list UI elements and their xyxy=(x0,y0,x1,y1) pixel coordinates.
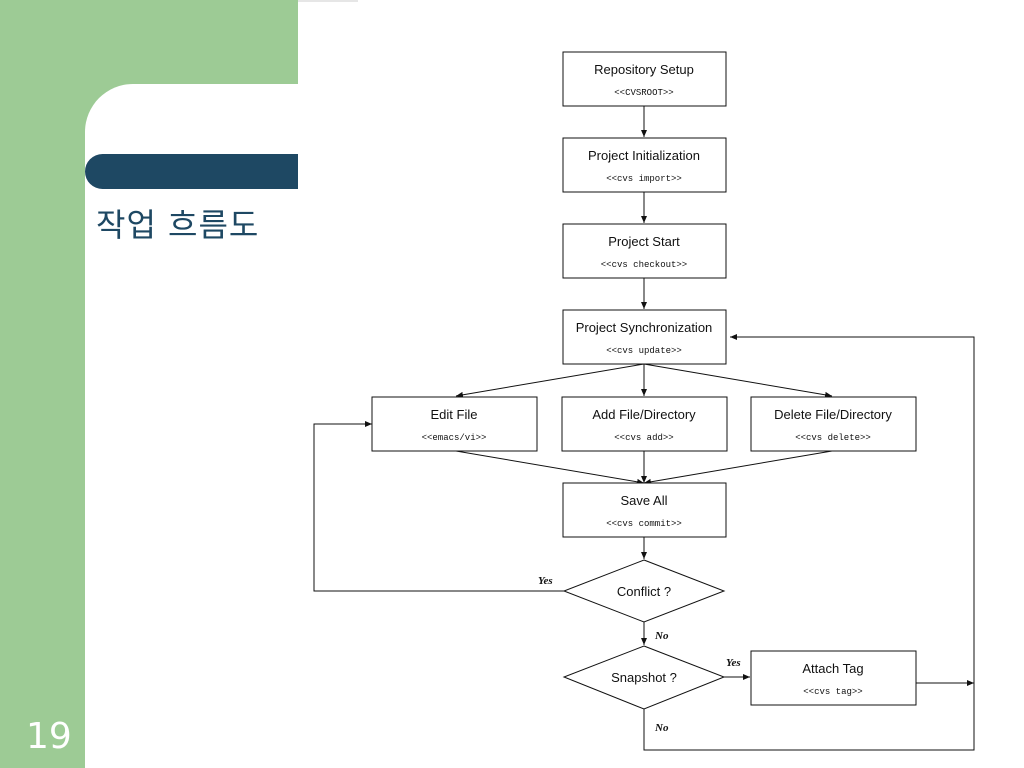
repository-setup-label: Repository Setup xyxy=(594,62,694,77)
edit-file-label: Edit File xyxy=(431,407,478,422)
conflict-label: Conflict ? xyxy=(617,584,671,599)
title-accent-bar xyxy=(85,154,298,189)
snapshot-decision xyxy=(562,645,726,710)
project-start-box xyxy=(562,223,727,279)
snapshot-label: Snapshot ? xyxy=(611,670,677,685)
add-file-label: Add File/Directory xyxy=(592,407,696,422)
project-initialization-label: Project Initialization xyxy=(588,148,700,163)
page-number: 19 xyxy=(26,716,72,757)
project-synchronization-cmd: <<cvs update>> xyxy=(606,346,682,356)
slide-title: 작업 흐름도 xyxy=(96,206,260,244)
snapshot-yes-label: Yes xyxy=(726,657,741,669)
project-synchronization-label: Project Synchronization xyxy=(576,320,713,335)
attach-tag-box xyxy=(750,650,917,706)
top-strip xyxy=(298,0,358,2)
conflict-decision xyxy=(562,559,726,623)
conflict-no-label: No xyxy=(654,630,669,642)
project-synchronization-box xyxy=(562,309,727,365)
repository-setup-cmd: <<CVSROOT>> xyxy=(614,88,673,98)
conflict-yes-label: Yes xyxy=(538,575,553,587)
project-start-cmd: <<cvs checkout>> xyxy=(601,260,687,270)
add-file-cmd: <<cvs add>> xyxy=(614,433,673,443)
project-initialization-cmd: <<cvs import>> xyxy=(606,174,682,184)
green-left-band xyxy=(0,0,85,768)
delete-file-label: Delete File/Directory xyxy=(774,407,892,422)
delete-file-cmd: <<cvs delete>> xyxy=(795,433,871,443)
edit-file-box xyxy=(371,396,538,452)
save-all-cmd: <<cvs commit>> xyxy=(606,519,682,529)
project-initialization-box xyxy=(562,137,727,193)
save-all-label: Save All xyxy=(621,493,668,508)
attach-tag-cmd: <<cvs tag>> xyxy=(803,687,862,697)
repository-setup-box xyxy=(562,51,727,107)
attach-tag-label: Attach Tag xyxy=(802,661,863,676)
edit-file-cmd: <<emacs/vi>> xyxy=(422,433,487,443)
save-all-box xyxy=(562,482,727,538)
project-start-label: Project Start xyxy=(608,234,680,249)
add-file-box xyxy=(561,396,728,452)
snapshot-no-label: No xyxy=(654,722,669,734)
delete-file-box xyxy=(750,396,917,452)
